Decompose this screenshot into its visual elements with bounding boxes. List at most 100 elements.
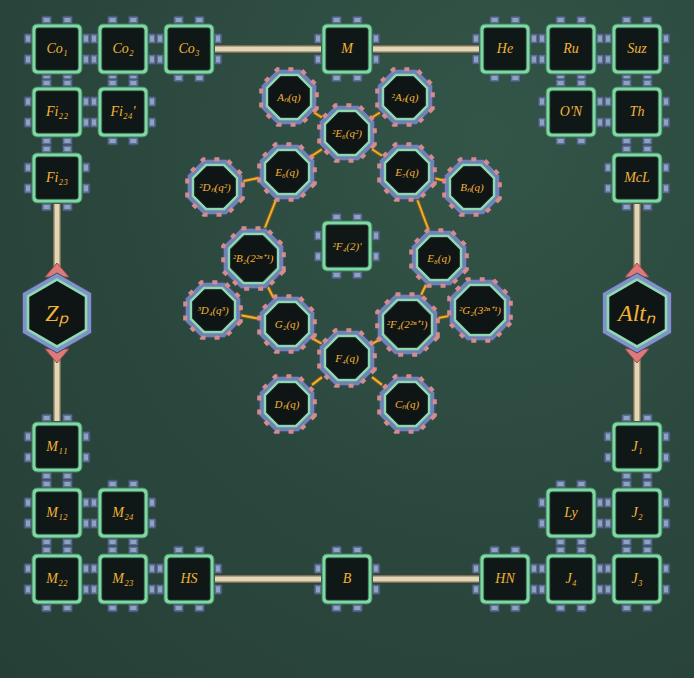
sporadic-group-box: M₂₄ bbox=[97, 487, 149, 539]
group-name: He bbox=[497, 42, 513, 56]
sporadic-group-box: McL bbox=[611, 152, 663, 204]
sporadic-group-box: Fi₂₂ bbox=[31, 86, 83, 138]
family-hexagon: Altₙ bbox=[604, 275, 670, 351]
belt-connector bbox=[215, 579, 321, 580]
sporadic-group-box: M₁₂ bbox=[31, 487, 83, 539]
lie-type-octagon: ²Aₙ(q) bbox=[380, 72, 430, 122]
belt-connector bbox=[373, 579, 479, 580]
sporadic-group-box: HN bbox=[479, 553, 531, 605]
group-name: M₁₂ bbox=[46, 506, 67, 520]
family-hexagon: Zₚ bbox=[24, 275, 90, 351]
lie-type-octagon: Aₙ(q) bbox=[264, 72, 314, 122]
sporadic-group-box: Fi₂₃ bbox=[31, 152, 83, 204]
group-name: Dₙ(q) bbox=[275, 399, 300, 410]
lie-type-octagon: ²Dₙ(q²) bbox=[190, 162, 240, 212]
pipe-connector bbox=[372, 377, 382, 385]
sporadic-group-box: O'N bbox=[545, 86, 597, 138]
lie-type-octagon: ²B₂(2²ⁿ⁺¹) bbox=[226, 231, 281, 286]
group-name: ²E₆(q²) bbox=[332, 128, 362, 139]
group-name: O'N bbox=[560, 105, 582, 119]
sporadic-group-box: Fi₂₄' bbox=[97, 86, 149, 138]
sporadic-group-box: M₂₃ bbox=[97, 553, 149, 605]
group-name: M₂₄ bbox=[112, 506, 133, 520]
sporadic-group-box: Co₁ bbox=[31, 23, 83, 75]
sporadic-group-box: M₁₁ bbox=[31, 421, 83, 473]
pipe-connector bbox=[312, 377, 322, 385]
group-name: J₃ bbox=[631, 572, 642, 586]
lie-type-octagon: ³D₄(q³) bbox=[188, 285, 238, 335]
pipe-connector bbox=[416, 197, 429, 233]
group-name: Zₚ bbox=[45, 301, 68, 325]
belt-connector bbox=[215, 49, 321, 50]
group-name: Fi₂₃ bbox=[46, 171, 68, 185]
sporadic-group-box: J₁ bbox=[611, 421, 663, 473]
pipe-connector bbox=[314, 113, 322, 118]
group-name: ²F₄(2²ⁿ⁺¹) bbox=[387, 319, 428, 330]
lie-type-octagon: E₈(q) bbox=[414, 233, 464, 283]
belt-connector bbox=[373, 49, 479, 50]
group-name: Co₁ bbox=[46, 42, 67, 56]
group-name: McL bbox=[624, 171, 650, 185]
group-name: M bbox=[341, 42, 353, 56]
group-name: Cₙ(q) bbox=[395, 399, 419, 410]
group-name: B bbox=[343, 572, 352, 586]
sporadic-group-box: M₂₂ bbox=[31, 553, 83, 605]
group-name: ²B₂(2²ⁿ⁺¹) bbox=[233, 253, 274, 264]
lie-type-octagon: E₇(q) bbox=[382, 147, 432, 197]
group-name: Fi₂₂ bbox=[46, 105, 68, 119]
lie-type-octagon: Bₙ(q) bbox=[447, 162, 497, 212]
pipe-connector bbox=[372, 113, 380, 118]
pipe-connector bbox=[264, 197, 277, 231]
sporadic-group-box: M bbox=[321, 23, 373, 75]
lie-type-octagon: E₆(q) bbox=[262, 147, 312, 197]
group-name: Co₃ bbox=[178, 42, 199, 56]
sporadic-group-box: J₄ bbox=[545, 553, 597, 605]
sporadic-group-box: Co₂ bbox=[97, 23, 149, 75]
group-name: Th bbox=[630, 105, 645, 119]
group-name: J₄ bbox=[565, 572, 576, 586]
group-name: Bₙ(q) bbox=[460, 182, 484, 193]
group-name: E₆(q) bbox=[275, 167, 298, 178]
group-name: M₂₃ bbox=[112, 572, 133, 586]
tits-group-box: ²F₄(2)' bbox=[321, 220, 373, 272]
sporadic-group-box: Ru bbox=[545, 23, 597, 75]
lie-type-octagon: Dₙ(q) bbox=[262, 379, 312, 429]
sporadic-group-box: He bbox=[479, 23, 531, 75]
group-name: Fi₂₄' bbox=[110, 105, 135, 119]
lie-type-octagon: ²F₄(2²ⁿ⁺¹) bbox=[380, 297, 435, 352]
sporadic-group-box: HS bbox=[163, 553, 215, 605]
group-name: ²G₂(3²ⁿ⁺¹) bbox=[459, 305, 501, 316]
group-name: Co₂ bbox=[112, 42, 133, 56]
group-name: J₂ bbox=[631, 506, 642, 520]
group-name: ²Aₙ(q) bbox=[392, 92, 419, 103]
group-name: E₈(q) bbox=[427, 253, 450, 264]
group-name: Ru bbox=[563, 42, 579, 56]
lie-type-octagon: Cₙ(q) bbox=[382, 379, 432, 429]
group-name: ³D₄(q³) bbox=[197, 305, 228, 316]
group-name: J₁ bbox=[631, 440, 642, 454]
lie-type-octagon: G₂(q) bbox=[262, 299, 312, 349]
group-name: G₂(q) bbox=[275, 319, 300, 330]
group-name: Altₙ bbox=[618, 301, 656, 325]
group-name: M₁₁ bbox=[46, 440, 67, 454]
group-name: Suz bbox=[627, 42, 646, 56]
sporadic-group-box: Ly bbox=[545, 487, 597, 539]
lie-type-octagon: ²E₆(q²) bbox=[322, 108, 372, 158]
sporadic-group-box: J₃ bbox=[611, 553, 663, 605]
group-name: HN bbox=[495, 572, 514, 586]
pipe-connector bbox=[312, 149, 322, 156]
pipe-connector bbox=[372, 149, 382, 156]
sporadic-group-box: Suz bbox=[611, 23, 663, 75]
group-name: ²F₄(2)' bbox=[332, 241, 361, 252]
group-name: ²Dₙ(q²) bbox=[199, 182, 230, 193]
sporadic-group-box: Co₃ bbox=[163, 23, 215, 75]
lie-type-octagon: ²G₂(3²ⁿ⁺¹) bbox=[452, 282, 508, 338]
group-name: Ly bbox=[564, 506, 578, 520]
lie-type-octagon: F₄(q) bbox=[322, 333, 372, 383]
sporadic-group-box: Th bbox=[611, 86, 663, 138]
group-name: HS bbox=[180, 572, 197, 586]
sporadic-group-box: J₂ bbox=[611, 487, 663, 539]
group-name: Aₙ(q) bbox=[277, 92, 301, 103]
